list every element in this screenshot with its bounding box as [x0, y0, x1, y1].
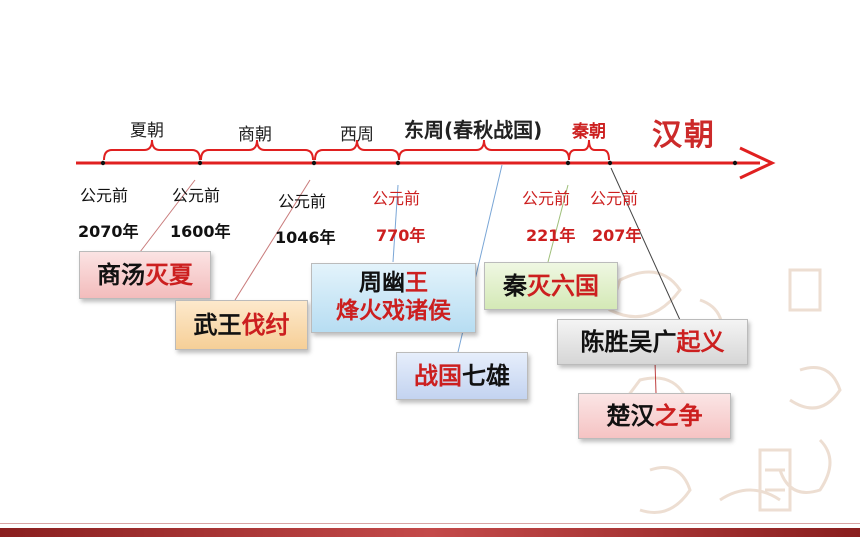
calligraphy-watermark: [607, 268, 842, 514]
event-5-black-text: 秦: [503, 271, 527, 300]
event-wuwang-fazhou: 武王伐纣: [175, 300, 308, 350]
event-zhouyouwang: 周幽王 烽火戏诸侯: [311, 263, 476, 333]
event-3-line-1: 周幽王: [359, 270, 428, 298]
year-6-label: 公元前: [590, 189, 639, 208]
event-qin-mieliuguo: 秦灭六国: [484, 262, 618, 310]
dynasty-xizhou: 西周: [340, 125, 374, 145]
year-1-value: 2070年: [78, 222, 139, 241]
year-4-value: 770年: [376, 226, 426, 245]
event-7-black-text: 楚汉: [606, 401, 655, 430]
event-3-line-2: 烽火戏诸侯: [336, 298, 451, 324]
year-3-label: 公元前: [278, 192, 327, 211]
event-7-red-text: 之争: [654, 401, 703, 430]
event-4-red-text: 战国: [414, 361, 462, 390]
year-1-label: 公元前: [80, 186, 129, 205]
event-shangtang-miexia: 商汤灭夏: [79, 251, 211, 299]
year-3-value: 1046年: [275, 228, 336, 247]
dynasty-xia: 夏朝: [130, 121, 164, 141]
dynasty-qin: 秦朝: [572, 122, 606, 142]
event-3-red-text: 王: [405, 270, 428, 297]
footer-bar: [0, 528, 860, 537]
dynasty-shang: 商朝: [238, 125, 272, 145]
event-chuhan-zhizheng: 楚汉之争: [578, 393, 731, 439]
year-5-label: 公元前: [522, 189, 571, 208]
footer-thin-line: [0, 523, 860, 524]
event-4-black-text: 七雄: [462, 361, 510, 390]
timeline-arrowhead: [739, 146, 776, 180]
event-6-black-text: 陈胜吴广: [580, 327, 677, 356]
year-2-label: 公元前: [172, 186, 221, 205]
event-5-red-text: 灭六国: [527, 271, 599, 300]
year-5-value: 221年: [526, 226, 576, 245]
event-1-red-text: 灭夏: [145, 260, 193, 289]
event-chensheng-wuguang: 陈胜吴广起义: [557, 319, 748, 365]
year-6-value: 207年: [592, 226, 642, 245]
event-2-black-text: 武王: [193, 310, 242, 339]
event-zhanguo-qixiong: 战国七雄: [396, 352, 528, 400]
year-2-value: 1600年: [170, 222, 231, 241]
event-2-red-text: 伐纣: [241, 310, 290, 339]
year-4-label: 公元前: [372, 189, 421, 208]
event-1-black-text: 商汤: [97, 260, 145, 289]
timeline-ticks: [100, 160, 738, 166]
dynasty-han: 汉朝: [652, 118, 716, 153]
period-braces: [103, 139, 610, 161]
event-6-red-text: 起义: [676, 327, 725, 356]
event-3-black-text: 周幽: [359, 270, 405, 297]
dynasty-dongzhou: 东周(春秋战国): [404, 118, 543, 142]
